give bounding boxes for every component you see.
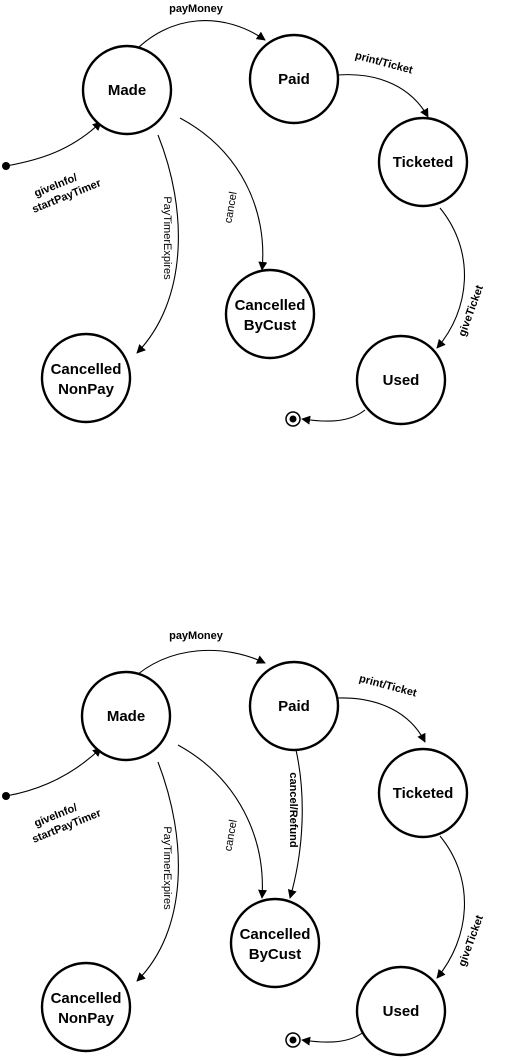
label-give-ticket-2: giveTicket bbox=[456, 913, 486, 968]
edge-cancel-2 bbox=[177, 744, 268, 899]
svg-text:Cancelled: Cancelled bbox=[240, 926, 311, 943]
edge-cancel-1 bbox=[179, 117, 268, 271]
edge-cancel-refund-2 bbox=[287, 749, 303, 899]
label-cancel-1: cancel bbox=[222, 191, 239, 224]
label-give-ticket-1: giveTicket bbox=[456, 283, 486, 338]
edge-giveinfo-1 bbox=[5, 121, 102, 167]
initial-state-marker-2 bbox=[2, 792, 10, 800]
edge-used-final-2 bbox=[301, 1030, 366, 1046]
edge-giveinfo-2 bbox=[5, 747, 102, 797]
svg-text:Cancelled: Cancelled bbox=[235, 297, 306, 314]
svg-text:Paid: Paid bbox=[278, 71, 310, 88]
svg-text:ByCust: ByCust bbox=[244, 317, 297, 334]
label-giveinfo-2: giveInfo/ startPayTimer bbox=[30, 802, 103, 846]
edge-used-final-1 bbox=[301, 409, 366, 425]
label-print-ticket-2: print/Ticket bbox=[358, 673, 419, 700]
label-paytimer-1: PayTimerExpires bbox=[161, 196, 173, 280]
svg-text:Cancelled: Cancelled bbox=[51, 990, 122, 1007]
state-made-2: Made bbox=[80, 670, 172, 762]
diagram-1: Made Paid Ticketed Used Cancelled ByCust… bbox=[2, 3, 486, 427]
svg-text:Ticketed: Ticketed bbox=[393, 154, 454, 171]
edge-paytimer-1 bbox=[136, 134, 179, 354]
edge-paymoney-2 bbox=[130, 649, 266, 681]
state-used-2: Used bbox=[355, 965, 447, 1057]
svg-text:Paid: Paid bbox=[278, 698, 310, 715]
svg-text:Made: Made bbox=[107, 708, 145, 725]
state-made-1: Made bbox=[81, 44, 173, 136]
label-paymoney-1: payMoney bbox=[169, 3, 224, 15]
state-cancelled-nonpay-2: Cancelled NonPay bbox=[40, 961, 132, 1053]
state-paid-2: Paid bbox=[248, 660, 340, 752]
edge-give-ticket-2 bbox=[436, 835, 466, 979]
label-paymoney-2: payMoney bbox=[169, 630, 224, 642]
label-giveinfo-1: giveInfo/ startPayTimer bbox=[30, 172, 103, 216]
svg-text:Cancelled: Cancelled bbox=[51, 361, 122, 378]
state-used-1: Used bbox=[355, 334, 447, 426]
final-state-marker-2 bbox=[285, 1032, 301, 1048]
svg-text:NonPay: NonPay bbox=[58, 381, 115, 398]
label-cancel-refund-2: cancel/Refund bbox=[287, 772, 299, 847]
svg-text:Ticketed: Ticketed bbox=[393, 785, 454, 802]
state-ticketed-2: Ticketed bbox=[377, 747, 469, 839]
state-ticketed-1: Ticketed bbox=[377, 116, 469, 208]
state-paid-1: Paid bbox=[248, 33, 340, 125]
initial-state-marker-1 bbox=[2, 162, 10, 170]
edge-print-ticket-2 bbox=[337, 697, 426, 743]
svg-text:Made: Made bbox=[108, 82, 146, 99]
edge-paytimer-2 bbox=[136, 761, 179, 982]
svg-text:NonPay: NonPay bbox=[58, 1010, 115, 1027]
state-cancelled-bycust-2: Cancelled ByCust bbox=[229, 897, 321, 989]
edge-paymoney-1 bbox=[130, 20, 266, 56]
label-paytimer-2: PayTimerExpires bbox=[161, 826, 173, 910]
label-print-ticket-1: print/Ticket bbox=[354, 50, 415, 77]
state-cancelled-bycust-1: Cancelled ByCust bbox=[224, 268, 316, 360]
svg-text:Used: Used bbox=[383, 372, 420, 389]
svg-text:Used: Used bbox=[383, 1003, 420, 1020]
final-state-marker-1 bbox=[285, 411, 301, 427]
state-cancelled-nonpay-1: Cancelled NonPay bbox=[40, 332, 132, 424]
edge-give-ticket-1 bbox=[436, 207, 466, 349]
label-cancel-2: cancel bbox=[222, 819, 239, 852]
edge-print-ticket-1 bbox=[337, 74, 429, 118]
diagram-2: Made Paid Ticketed Used Cancelled ByCust… bbox=[2, 630, 486, 1057]
svg-text:ByCust: ByCust bbox=[249, 946, 302, 963]
